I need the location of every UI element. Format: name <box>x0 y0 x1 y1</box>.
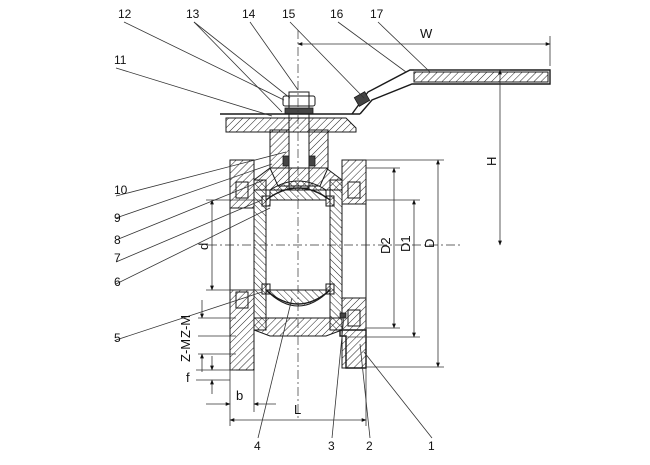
part-label-13: 13 <box>186 7 200 21</box>
part-label-3: 3 <box>328 439 335 453</box>
part-labels: 12 13 14 15 16 17 11 10 9 8 7 6 5 4 3 2 … <box>114 7 435 453</box>
dimension-labels: W H D2 D1 D d Z-M Z-M f b L <box>178 26 499 417</box>
mounting-plate <box>225 117 357 133</box>
part-label-8: 8 <box>114 233 121 247</box>
left-flange-lower <box>229 289 255 371</box>
bolt-hole-ul <box>235 181 249 199</box>
dim-label-zm-bottom: Z-M <box>178 339 193 362</box>
leaders <box>115 21 433 439</box>
left-flange-upper <box>229 159 255 209</box>
part-label-4: 4 <box>254 439 261 453</box>
part-label-1: 1 <box>428 439 435 453</box>
handle-lever <box>351 69 551 115</box>
dim-label-l: L <box>294 402 301 417</box>
seat-lower-left <box>261 283 271 295</box>
part-label-14: 14 <box>242 7 256 21</box>
packing-left <box>282 155 290 167</box>
dim-label-h: H <box>484 157 499 166</box>
seat-upper-right <box>325 195 335 207</box>
dim-label-d1: D1 <box>398 235 413 252</box>
bolt-hole-ll <box>235 291 249 309</box>
seat-upper-left <box>261 195 271 207</box>
seat-lower-right <box>325 283 335 295</box>
gland-ring <box>284 107 314 115</box>
part-label-15: 15 <box>282 7 296 21</box>
packing-right <box>308 155 316 167</box>
dim-label-d: D <box>422 239 437 248</box>
dim-label-b: b <box>236 388 243 403</box>
part-label-9: 9 <box>114 211 121 225</box>
handle-grip <box>413 71 549 83</box>
part-label-11: 11 <box>114 53 127 67</box>
end-cap <box>339 329 367 369</box>
bolt-hole-lr <box>347 309 361 327</box>
dim-label-w: W <box>420 26 433 41</box>
dim-label-f: f <box>186 370 190 385</box>
joint-seal <box>339 312 347 319</box>
part-label-12: 12 <box>118 7 132 21</box>
handle-lock <box>353 91 371 107</box>
part-label-10: 10 <box>114 183 128 197</box>
bonnet-neck <box>269 167 329 187</box>
part-label-2: 2 <box>366 439 373 453</box>
dim-label-d-small: d <box>196 243 211 250</box>
handle <box>351 69 551 115</box>
dim-label-zm-top: Z-M <box>178 315 193 338</box>
part-label-6: 6 <box>114 275 121 289</box>
stem-nut <box>282 95 316 107</box>
part-label-17: 17 <box>370 7 384 21</box>
dimensions <box>196 36 551 426</box>
part-label-16: 16 <box>330 7 344 21</box>
left-flange-bore <box>229 207 255 291</box>
part-label-7: 7 <box>114 251 121 265</box>
part-label-5: 5 <box>114 331 121 345</box>
dim-label-d2: D2 <box>378 237 393 254</box>
bolt-hole-ur <box>347 181 361 199</box>
stem-assembly <box>220 91 360 189</box>
right-flange-bore <box>341 203 367 299</box>
